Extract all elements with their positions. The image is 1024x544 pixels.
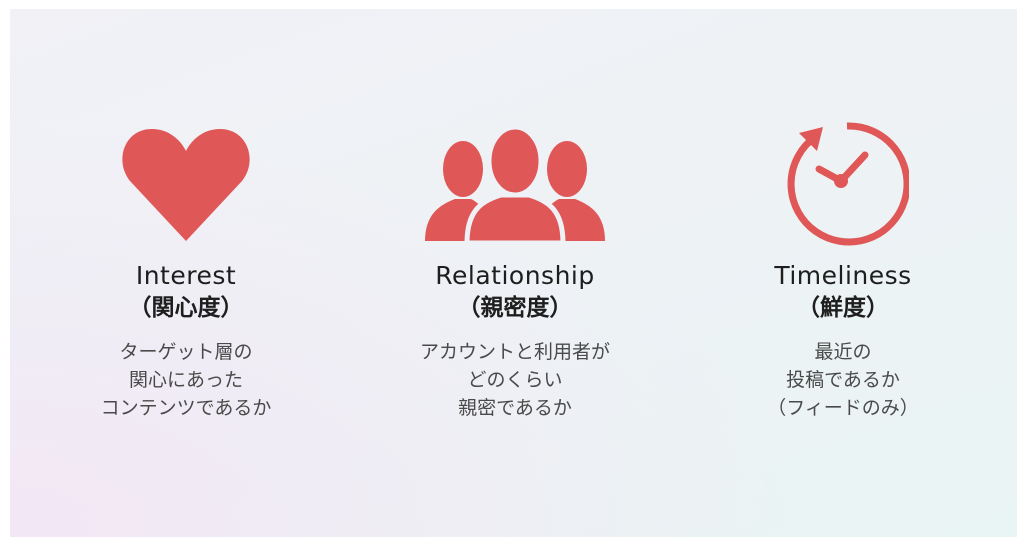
description-line: ターゲット層の bbox=[119, 341, 253, 363]
timeliness-subtitle: （鮮度） bbox=[797, 295, 889, 321]
description-line: 最近の bbox=[814, 341, 872, 363]
interest-title: Interest bbox=[135, 261, 237, 290]
description-line: 投稿であるか bbox=[786, 369, 900, 391]
relationship-subtitle: （親密度） bbox=[457, 295, 573, 321]
interest-subtitle: （関心度） bbox=[128, 295, 244, 321]
relationship-title: Relationship bbox=[435, 261, 595, 290]
relationship-column: Relationship （親密度） アカウントと利用者が どのくらい 親密であ… bbox=[365, 118, 665, 422]
interest-column: Interest （関心度） ターゲット層の 関心にあった コンテンツであるか bbox=[36, 118, 336, 422]
timeliness-title: Timeliness bbox=[774, 261, 912, 290]
description-line: （フィードのみ） bbox=[767, 397, 919, 419]
description-line: どのくらい bbox=[467, 369, 563, 391]
heart-icon bbox=[36, 118, 336, 248]
description-line: アカウントと利用者が bbox=[419, 341, 610, 363]
timeliness-description: 最近の 投稿であるか （フィードのみ） bbox=[693, 338, 993, 422]
description-line: コンテンツであるか bbox=[100, 397, 272, 419]
timeliness-column: Timeliness （鮮度） 最近の 投稿であるか （フィードのみ） bbox=[693, 118, 993, 422]
clock-icon bbox=[693, 118, 993, 248]
interest-description: ターゲット層の 関心にあった コンテンツであるか bbox=[36, 338, 336, 422]
slide-panel bbox=[10, 9, 1017, 537]
relationship-description: アカウントと利用者が どのくらい 親密であるか bbox=[365, 338, 665, 422]
description-line: 関心にあった bbox=[128, 369, 243, 391]
description-line: 親密であるか bbox=[458, 397, 572, 419]
people-icon bbox=[365, 118, 665, 248]
